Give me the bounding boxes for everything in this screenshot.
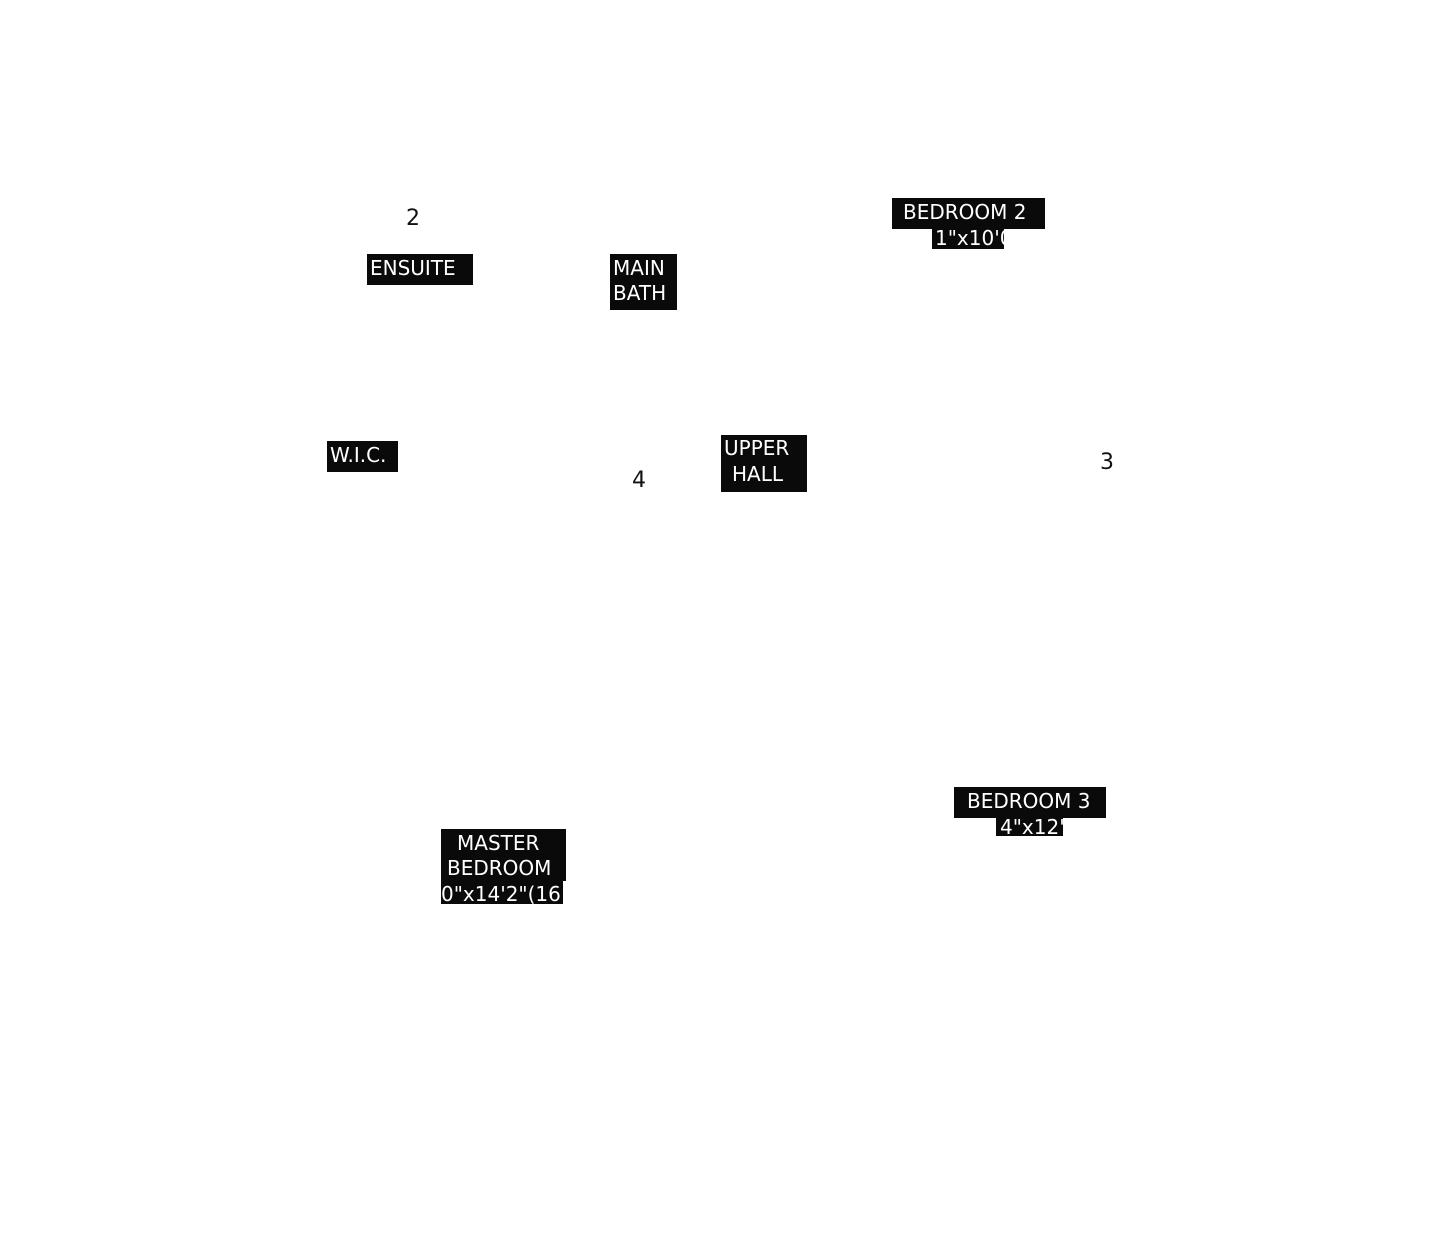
marker-4: 4: [632, 468, 646, 493]
room-label-main-bath: MAIN BATH: [610, 254, 677, 310]
room-label-ensuite: ENSUITE: [367, 254, 473, 285]
room-name: ENSUITE: [367, 254, 473, 285]
room-dimensions: 1"x10'0: [932, 228, 1004, 249]
room-label-bedroom-2: BEDROOM 2: [892, 198, 1045, 229]
room-label-master-bedroom: MASTER BEDROOM: [441, 829, 566, 881]
room-name-line-1: MAIN: [610, 254, 677, 280]
room-dims-master-bedroom: 0"x14'2"(16: [441, 881, 563, 904]
room-name-line-2: BATH: [610, 280, 677, 310]
room-name-line-2: HALL: [721, 461, 807, 492]
marker-2: 2: [406, 206, 420, 231]
room-name-line-1: MASTER: [441, 829, 566, 855]
room-dims-bedroom-2: 1"x10'0: [932, 228, 1004, 249]
room-dims-bedroom-3: 4"x12': [996, 817, 1063, 836]
marker-3: 3: [1100, 450, 1114, 475]
room-label-upper-hall: UPPER HALL: [721, 435, 807, 492]
room-dimensions: 0"x14'2"(16: [441, 881, 563, 904]
room-name: BEDROOM 3: [954, 787, 1106, 818]
room-name-line-1: UPPER: [721, 435, 807, 461]
room-dimensions: 4"x12': [996, 817, 1063, 836]
room-name: BEDROOM 2: [892, 198, 1045, 229]
room-label-wic: W.I.C.: [327, 441, 398, 472]
room-label-bedroom-3: BEDROOM 3: [954, 787, 1106, 818]
room-name: W.I.C.: [327, 441, 398, 472]
room-name-line-2: BEDROOM: [441, 855, 566, 881]
